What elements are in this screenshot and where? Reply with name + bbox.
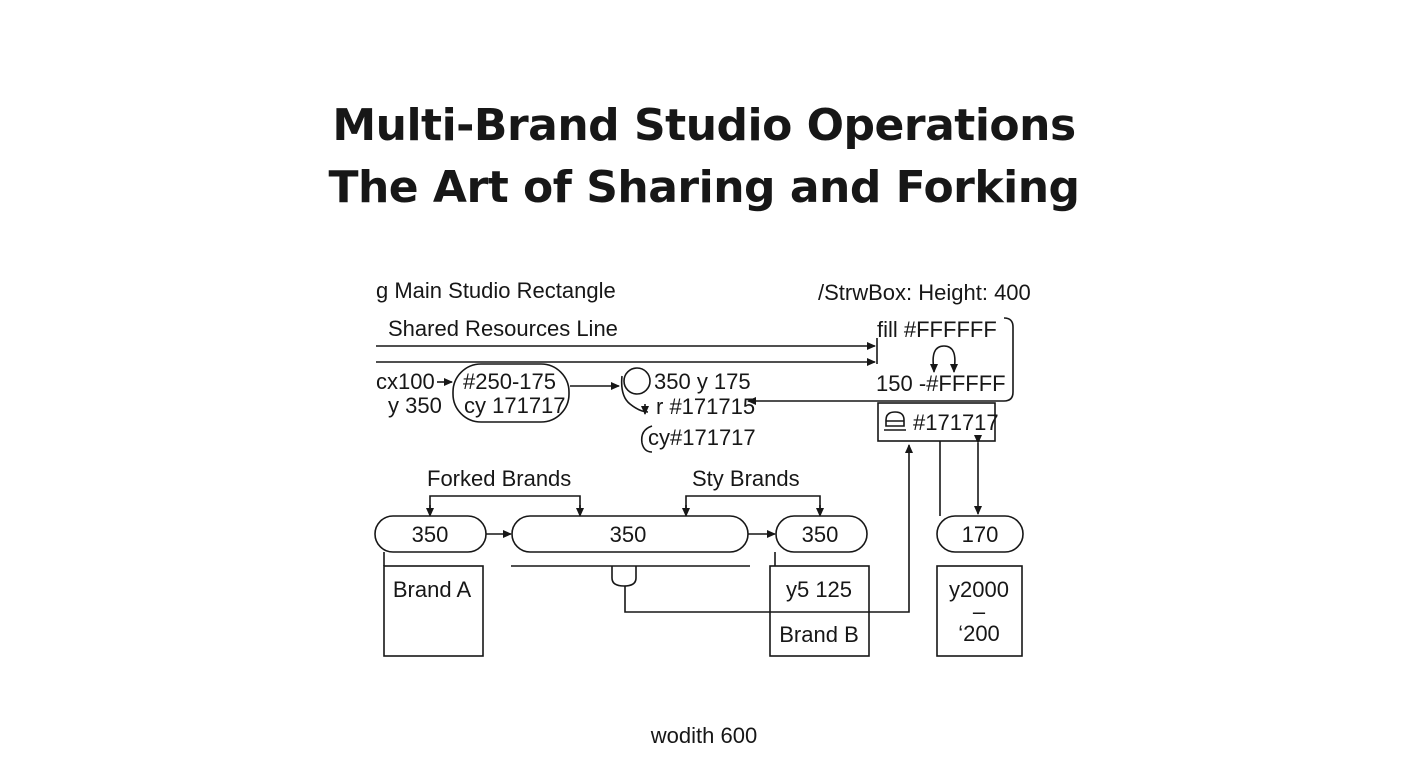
color-badge-label: #171717 [913, 410, 999, 435]
fill-label: fill #FFFFFF [877, 317, 997, 342]
center-cup [611, 566, 637, 587]
return-connector [747, 317, 1014, 405]
forked-brands-bracket [429, 495, 581, 514]
footer-label: wodith 600 [650, 723, 757, 748]
brand-a-label: Brand A [393, 577, 472, 602]
r-label: r #171715 [656, 394, 755, 419]
cy-label: cy#171717 [648, 425, 756, 450]
value-150-label: 150 -#FFFFF [876, 371, 1006, 396]
pill-left-value: 350 [412, 522, 449, 547]
pill-node-a [452, 363, 570, 423]
badge-icon [884, 411, 906, 431]
y-label: y 350 [388, 393, 442, 418]
forked-brands-label: Forked Brands [427, 466, 571, 491]
brand-b-label: Brand B [779, 622, 859, 647]
pill-a-line1: #250-175 [463, 369, 556, 394]
sty-brands-bracket [685, 495, 821, 514]
brand-a-box [383, 565, 484, 657]
main-studio-label: g Main Studio Rectangle [376, 278, 616, 303]
viewbox-label: /StrwBox: Height: 400 [818, 280, 1031, 305]
color-badge [877, 402, 996, 442]
pill-far-value: 170 [962, 522, 999, 547]
cy-curve [640, 425, 653, 453]
pill-a-line2: cy 171717 [464, 393, 566, 418]
circle-label: 350 y 175 [654, 369, 751, 394]
far-box-top: y2000 [949, 577, 1009, 602]
pill-node-far [936, 515, 1024, 553]
diagram-subtitle: The Art of Sharing and Forking [328, 162, 1080, 213]
circle-node [623, 367, 651, 395]
loop-arrow [932, 345, 956, 371]
brand-b-top-label: y5 125 [786, 577, 852, 602]
far-box-mid: – [973, 599, 986, 624]
pill-right-value: 350 [802, 522, 839, 547]
far-box [936, 565, 1023, 657]
sty-brands-label: Sty Brands [692, 466, 800, 491]
shared-resources-label: Shared Resources Line [388, 316, 618, 341]
cx-label: cx100 [376, 369, 435, 394]
pill-node-right [775, 515, 868, 553]
brand-b-box [769, 565, 870, 657]
pill-center-value: 350 [610, 522, 647, 547]
far-box-bottom: ‘200 [958, 621, 1000, 646]
center-to-badge-connector [624, 444, 913, 613]
diagram-title: Multi-Brand Studio Operations [332, 100, 1076, 151]
